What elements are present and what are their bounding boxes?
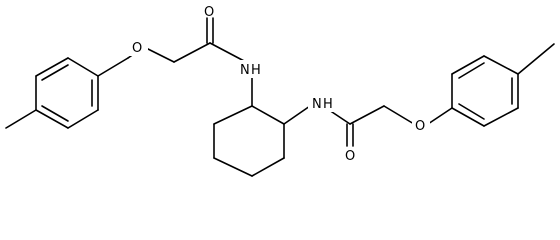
cyclohexane-ring bbox=[213, 75, 285, 177]
atom-o-carbonyl-left: O bbox=[204, 5, 214, 20]
right-linker bbox=[283, 105, 453, 147]
left-linker bbox=[97, 17, 247, 77]
right-tolyl-ring bbox=[451, 43, 555, 127]
left-tolyl-ring bbox=[5, 57, 99, 129]
atom-n-right: N bbox=[312, 97, 322, 112]
atom-o-ether-right: O bbox=[415, 119, 425, 134]
chemical-structure: O O N H N H O O bbox=[5, 5, 555, 177]
atom-n-left: N bbox=[240, 63, 250, 78]
atom-o-carbonyl-right: O bbox=[345, 149, 355, 164]
atom-h-left: H bbox=[251, 63, 261, 78]
atom-o-ether-left: O bbox=[132, 41, 142, 56]
atom-labels: O O N H N H O O bbox=[128, 5, 430, 164]
atom-h-right: H bbox=[323, 97, 333, 112]
